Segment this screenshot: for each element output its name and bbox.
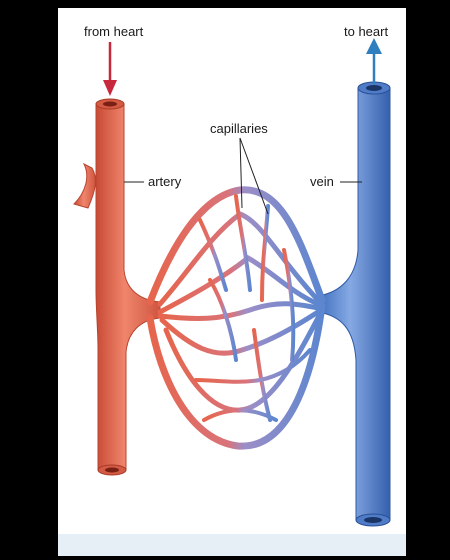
to-heart-label: to heart — [344, 24, 388, 39]
vein-trunk — [318, 88, 390, 520]
from-heart-label: from heart — [84, 24, 144, 39]
vein-label: vein — [310, 174, 334, 189]
capillaries-leader-2 — [240, 138, 268, 214]
vein-vessel — [318, 82, 390, 526]
from-heart-arrow-icon — [103, 42, 117, 96]
to-heart-arrow-icon — [366, 38, 382, 84]
capillary-bed — [150, 190, 322, 446]
artery-label: artery — [148, 174, 182, 189]
artery-branch — [74, 164, 95, 208]
artery-vessel — [74, 99, 160, 475]
capillaries-label: capillaries — [210, 121, 268, 136]
artery-trunk — [96, 104, 160, 470]
capillaries-leader-1 — [240, 138, 242, 208]
